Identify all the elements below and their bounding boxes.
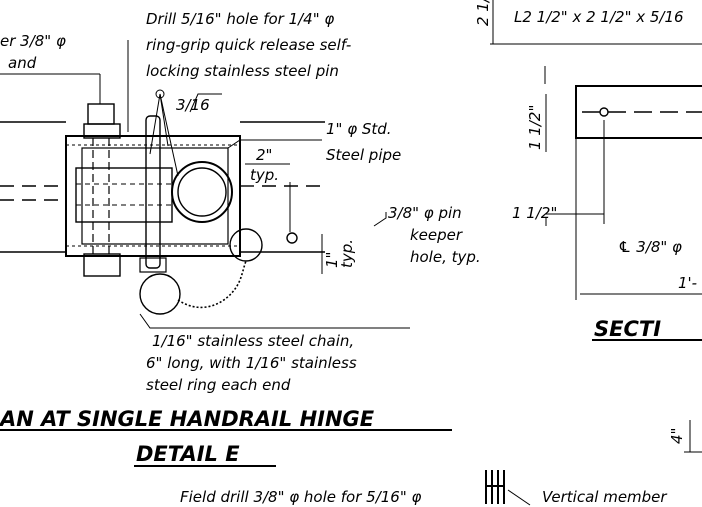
dim-top-label: 2 1/2 (474, 0, 492, 26)
centerline-label: ℄ 3/8" φ (618, 238, 682, 256)
typ-2-dim-line1: 2" (256, 146, 272, 164)
pin-keeper-note-line3: hole, typ. (410, 248, 481, 266)
drill-hole-note-line3: locking stainless steel pin (146, 62, 339, 80)
typ-1-dim-line2: typ. (338, 239, 356, 268)
typ-2-dim-line2: typ. (250, 166, 279, 184)
dim-4-label: 4" (668, 428, 686, 444)
angle-size-label: L2 1/2" x 2 1/2" x 5/16 (514, 8, 684, 26)
typ-1-dim-line1: 1" (323, 252, 341, 268)
section-title: SECTI (594, 317, 661, 341)
vertical-member-label: Vertical member (542, 488, 667, 506)
std-pipe-note-line1: 1" φ Std. (326, 120, 392, 138)
field-drill-note: Field drill 3/8" φ hole for 5/16" φ (180, 488, 422, 506)
dim-1-half-vertical: 1 1/2" (526, 105, 544, 150)
dim-1-half-horizontal: 1 1/2" (512, 204, 557, 222)
chain-note-line1: 1/16" stainless steel chain, (152, 332, 354, 350)
plan-title: AN AT SINGLE HANDRAIL HINGE (0, 407, 375, 431)
partial-left-note-line2: and (8, 54, 37, 72)
weld-size-label: 3/16 (176, 96, 210, 114)
std-pipe-note-line2: Steel pipe (326, 146, 401, 164)
section-view-geometry (485, 0, 702, 506)
partial-left-note-line1: er 3/8" φ (0, 32, 66, 50)
pin-keeper-note-line1: 3/8" φ pin (388, 204, 462, 222)
chain-note-line3: steel ring each end (146, 376, 291, 394)
dim-1-ft-label: 1'- (678, 274, 697, 292)
chain-note-line2: 6" long, with 1/16" stainless (146, 354, 357, 372)
detail-title: DETAIL E (136, 442, 240, 466)
handrail-plan-geometry (0, 40, 452, 467)
pin-keeper-note-line2: keeper (410, 226, 463, 244)
drill-hole-note-line1: Drill 5/16" hole for 1/4" φ (146, 10, 334, 28)
drill-hole-note-line2: ring-grip quick release self- (146, 36, 351, 54)
